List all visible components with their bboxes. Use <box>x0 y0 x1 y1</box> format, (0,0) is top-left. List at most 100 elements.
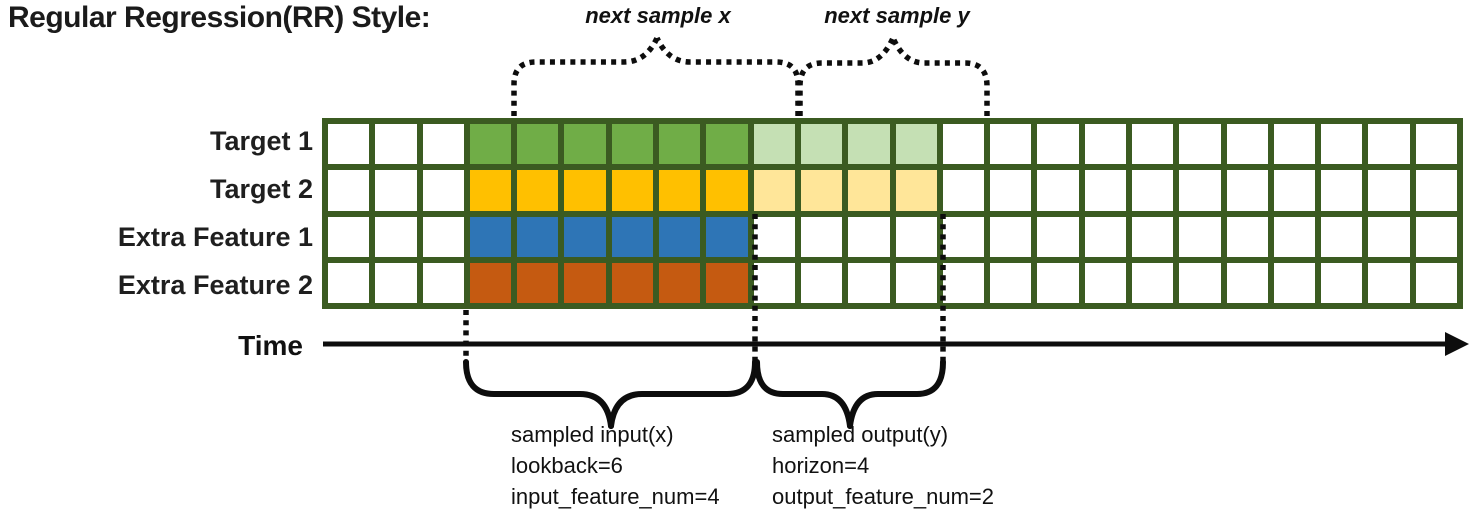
grid-cell <box>469 124 512 165</box>
grid-cell <box>328 124 370 165</box>
page-title: Regular Regression(RR) Style: <box>8 1 431 34</box>
grid-cell <box>895 262 937 303</box>
grid-cell <box>800 216 843 257</box>
grid-cell <box>469 216 512 257</box>
lookback-line: lookback=6 <box>511 453 623 478</box>
grid-cell <box>1179 262 1221 303</box>
grid-cell <box>375 262 417 303</box>
time-axis-arrow <box>323 332 1469 356</box>
grid-cell <box>1084 216 1126 257</box>
grid-cell <box>848 170 890 211</box>
grid-cell <box>1037 124 1079 165</box>
grid-cell <box>753 216 795 257</box>
grid-cell <box>517 216 559 257</box>
grid-cell <box>800 170 843 211</box>
grid-cell <box>611 124 654 165</box>
grid-cell <box>659 124 701 165</box>
grid-cell <box>990 262 1032 303</box>
grid-cell <box>1179 170 1221 211</box>
grid-cell <box>564 216 606 257</box>
grid-cell <box>611 170 654 211</box>
next-sample-y-brace <box>797 36 990 116</box>
grid-cell <box>1321 124 1363 165</box>
grid-cell <box>328 170 370 211</box>
grid-cell <box>375 170 417 211</box>
grid-cell <box>1131 216 1174 257</box>
grid-cell <box>1368 124 1410 165</box>
grid-cell <box>1037 262 1079 303</box>
input-feature-num-line: input_feature_num=4 <box>511 484 720 509</box>
grid-cell <box>422 124 464 165</box>
grid-cell <box>942 170 985 211</box>
grid-cell <box>611 262 654 303</box>
grid-cell <box>1226 170 1268 211</box>
grid-cell <box>800 124 843 165</box>
grid-cell <box>942 216 985 257</box>
grid-cell <box>1368 170 1410 211</box>
grid-cell <box>1037 170 1079 211</box>
grid-cell <box>328 216 370 257</box>
grid-cell <box>1084 170 1126 211</box>
grid-cell <box>1179 124 1221 165</box>
grid-cell <box>564 170 606 211</box>
grid-cell <box>1131 170 1174 211</box>
arrowhead-icon <box>1445 332 1469 356</box>
output-region-brace <box>754 359 946 429</box>
horizon-line: horizon=4 <box>772 453 870 478</box>
grid-cell <box>1179 216 1221 257</box>
grid-cell <box>1273 124 1316 165</box>
grid-cell <box>517 262 559 303</box>
grid <box>322 118 1463 309</box>
grid-cell <box>1321 216 1363 257</box>
input-region-brace <box>463 359 758 429</box>
grid-cell <box>706 216 748 257</box>
grid-cell <box>469 262 512 303</box>
grid-cell <box>422 216 464 257</box>
grid-cell <box>1415 216 1457 257</box>
sampled-input-line: sampled input(x) <box>511 422 674 447</box>
next-sample-x-brace <box>511 36 801 116</box>
grid-cell <box>517 124 559 165</box>
sampled-output-caption: sampled output(y) horizon=4 output_featu… <box>772 419 994 512</box>
grid-cell <box>753 170 795 211</box>
row-label-extra-feature-2: Extra Feature 2 <box>117 269 313 300</box>
grid-cell <box>1321 262 1363 303</box>
grid-cell <box>328 262 370 303</box>
output-feature-num-line: output_feature_num=2 <box>772 484 995 509</box>
grid-cell <box>942 124 985 165</box>
grid-cell <box>706 262 748 303</box>
grid-cell <box>753 262 795 303</box>
grid-cell <box>1131 124 1174 165</box>
grid-cell <box>1037 216 1079 257</box>
grid-cell <box>1415 170 1457 211</box>
next-sample-y-label: next sample y <box>824 3 970 28</box>
grid-cell <box>1273 262 1316 303</box>
grid-cell <box>848 216 890 257</box>
grid-cell <box>990 170 1032 211</box>
grid-cell <box>1226 216 1268 257</box>
row-label-target-2: Target 2 <box>209 174 313 205</box>
grid-cell <box>848 124 890 165</box>
grid-cell <box>895 124 937 165</box>
grid-cell <box>422 262 464 303</box>
grid-cell <box>895 170 937 211</box>
grid-cell <box>1226 262 1268 303</box>
time-label: Time <box>238 330 303 361</box>
grid-cell <box>659 262 701 303</box>
grid-cell <box>1226 124 1268 165</box>
grid-cell <box>706 170 748 211</box>
grid-cell <box>659 216 701 257</box>
row-label-extra-feature-1: Extra Feature 1 <box>117 221 313 252</box>
grid-cell <box>1273 170 1316 211</box>
grid-cell <box>800 262 843 303</box>
grid-cell <box>1084 124 1126 165</box>
grid-cell <box>422 170 464 211</box>
grid-cell <box>753 124 795 165</box>
grid-cell <box>611 216 654 257</box>
grid-cell <box>1273 216 1316 257</box>
grid-cell <box>1321 170 1363 211</box>
grid-cell <box>469 170 512 211</box>
grid-cell <box>895 216 937 257</box>
grid-cell <box>659 170 701 211</box>
